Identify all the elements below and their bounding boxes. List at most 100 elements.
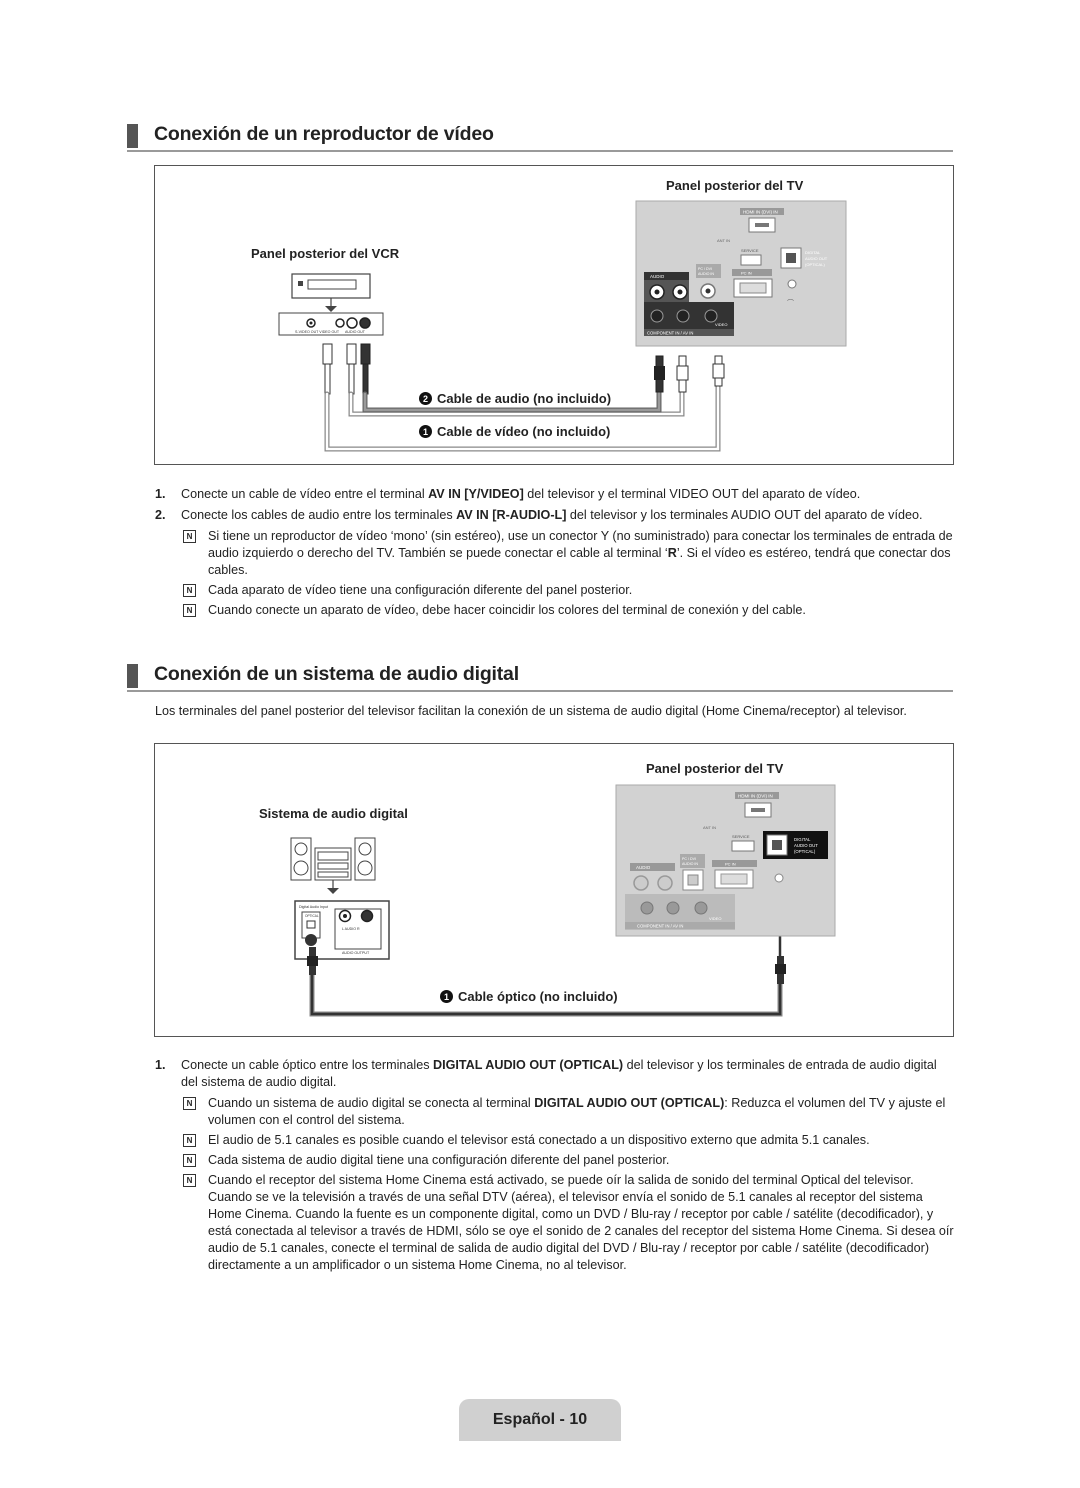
step-text: del televisor y el terminal VIDEO OUT de…: [523, 487, 861, 501]
vcr-device: [291, 273, 371, 312]
vcr-cable-plugs: [322, 343, 371, 395]
note-text: Si tiene un reproductor de vídeo ‘mono’ …: [208, 529, 953, 560]
note-text: ’. Si el vídeo es estéreo, tendrá que co…: [208, 546, 951, 577]
section-title-text: Conexión de un reproductor de vídeo: [154, 123, 494, 145]
note-text: El audio de 5.1 canales es posible cuand…: [208, 1133, 870, 1147]
note: N Cada aparato de vídeo tiene una config…: [155, 582, 955, 599]
digital-input-label: Digital Audio Input: [299, 905, 328, 909]
svg-text:HDMI IN (DVI) IN: HDMI IN (DVI) IN: [738, 794, 773, 799]
hdmi-label: HDMI IN (DVI) IN: [743, 210, 778, 215]
svg-text:COMPONENT IN / AV IN: COMPONENT IN / AV IN: [637, 924, 683, 929]
note-text: Cuando un sistema de audio digital se co…: [208, 1096, 535, 1110]
svg-text:ANT IN: ANT IN: [717, 238, 730, 243]
note-bold: R: [667, 546, 677, 560]
svg-text:(OPTICAL): (OPTICAL): [805, 262, 825, 267]
optical-cable-label: 1 Cable óptico (no incluido): [440, 989, 618, 1004]
note: N Cuando el receptor del sistema Home Ci…: [155, 1172, 955, 1274]
svg-text:AUDIO: AUDIO: [636, 865, 651, 870]
svg-text:ANT IN: ANT IN: [703, 825, 716, 830]
tv-panel-label: Panel posterior del TV: [646, 761, 784, 776]
audio-lr-label: L AUDIO R: [342, 927, 360, 931]
vcr-connection-figure: Panel posterior del TV Panel posterior d…: [154, 165, 954, 465]
audio-output-label: AUDIO OUTPUT: [342, 951, 370, 955]
svg-text:⌒: ⌒: [787, 299, 794, 307]
note-icon: N: [183, 584, 196, 597]
tv-panel-label: Panel posterior del TV: [666, 178, 804, 193]
note-icon: N: [183, 1097, 196, 1110]
service-label: SERVICE: [741, 248, 759, 253]
system-label: Sistema de audio digital: [259, 806, 408, 821]
svg-text:PC / DVI: PC / DVI: [682, 857, 696, 861]
svg-text:DIGITAL: DIGITAL: [794, 837, 811, 842]
title-marker: [127, 664, 138, 688]
note-text: Cuando conecte un aparato de vídeo, debe…: [208, 603, 806, 617]
digital-audio-instructions: 1. Conecte un cable óptico entre los ter…: [155, 1057, 955, 1277]
video-cable-label: 1 Cable de vídeo (no incluido): [419, 424, 610, 439]
note: N Cada sistema de audio digital tiene un…: [155, 1152, 955, 1169]
vcr-panel-label: Panel posterior del VCR: [251, 246, 400, 261]
cable-number-badge: 1: [419, 425, 432, 438]
video-cable-text: Cable de vídeo (no incluido): [437, 424, 611, 439]
note-bold: DIGITAL AUDIO OUT (OPTICAL): [534, 1096, 725, 1110]
svg-text:VIDEO: VIDEO: [709, 916, 721, 921]
step-bold: AV IN [R-AUDIO-L]: [456, 508, 567, 522]
note: N Cuando un sistema de audio digital se …: [155, 1095, 955, 1129]
note-icon: N: [183, 1154, 196, 1167]
note-icon: N: [183, 1174, 196, 1187]
svg-text:S-VIDEO OUT VIDEO OUT: S-VIDEO OUT VIDEO OUT: [295, 330, 340, 334]
note: N Si tiene un reproductor de vídeo ‘mono…: [155, 528, 955, 579]
audio-cable-text: Cable de audio (no incluido): [437, 391, 612, 406]
svg-text:DIGITAL: DIGITAL: [805, 250, 821, 255]
optical-cable-text: Cable óptico (no incluido): [458, 989, 618, 1004]
step-text: Conecte un cable de vídeo entre el termi…: [181, 487, 429, 501]
section-title-digital-audio: Conexión de un sistema de audio digital: [127, 663, 953, 692]
intro-paragraph: Los terminales del panel posterior del t…: [155, 704, 907, 718]
svg-text:AUDIO OUT: AUDIO OUT: [345, 330, 366, 334]
video-label: VIDEO: [715, 322, 727, 327]
note-icon: N: [183, 530, 196, 543]
step-bold: AV IN [Y/VIDEO]: [428, 487, 524, 501]
step-1: 1. Conecte un cable óptico entre los ter…: [155, 1057, 955, 1091]
note-text: Cada sistema de audio digital tiene una …: [208, 1153, 670, 1167]
audio-cable-label: 2 Cable de audio (no incluido): [419, 391, 611, 406]
digital-audio-diagram: Digital Audio Input OPTICAL L AUDIO R AU…: [290, 784, 836, 1017]
note-text: Cuando el receptor del sistema Home Cine…: [208, 1173, 954, 1272]
tv-cable-plugs: [654, 355, 725, 393]
svg-text:AUDIO IN: AUDIO IN: [682, 862, 698, 866]
svg-text:(OPTICAL): (OPTICAL): [794, 849, 816, 854]
digital-audio-figure: Panel posterior del TV Sistema de audio …: [154, 743, 954, 1037]
optical-label: OPTICAL: [305, 914, 319, 918]
title-marker: [127, 124, 138, 148]
page-number-tab: Español - 10: [459, 1399, 621, 1441]
note: N Cuando conecte un aparato de vídeo, de…: [155, 602, 955, 619]
step-number: 1.: [155, 1058, 166, 1072]
svg-text:SERVICE: SERVICE: [732, 834, 750, 839]
step-text: Conecte un cable óptico entre los termin…: [181, 1058, 434, 1072]
step-number: 2.: [155, 508, 166, 522]
component-label: COMPONENT IN / AV IN: [647, 331, 693, 336]
cable-number-badge: 2: [419, 392, 432, 405]
svg-text:PC / DVI: PC / DVI: [698, 267, 712, 271]
tv-back-panel: HDMI IN (DVI) IN ANT IN SERVICE DIGITAL …: [635, 200, 847, 347]
step-number: 1.: [155, 487, 166, 501]
step-text: Conecte los cables de audio entre los te…: [181, 508, 457, 522]
step-2: 2. Conecte los cables de audio entre los…: [155, 507, 955, 524]
svg-text:AUDIO IN: AUDIO IN: [698, 272, 714, 276]
audio-system-device: [290, 837, 376, 894]
tv-back-panel: HDMI IN (DVI) IN ANT IN SERVICE DIGITAL …: [615, 784, 836, 937]
note-icon: N: [183, 1134, 196, 1147]
note-icon: N: [183, 604, 196, 617]
audio-label: AUDIO: [650, 274, 665, 279]
svg-text:AUDIO OUT: AUDIO OUT: [805, 256, 828, 261]
step-1: 1. Conecte un cable de vídeo entre el te…: [155, 486, 955, 503]
note-text: Cada aparato de vídeo tiene una configur…: [208, 583, 633, 597]
svg-text:AUDIO OUT: AUDIO OUT: [794, 843, 818, 848]
note: N El audio de 5.1 canales es posible cua…: [155, 1132, 955, 1149]
vcr-rear-panel: S-VIDEO OUT VIDEO OUT AUDIO OUT: [278, 312, 384, 336]
cables: [324, 381, 721, 452]
section-title-vcr: Conexión de un reproductor de vídeo: [127, 123, 953, 152]
cable-number-badge: 1: [440, 990, 453, 1003]
note-text: : Reduzca el volumen del TV y ajuste el …: [208, 1096, 946, 1127]
step-bold: DIGITAL AUDIO OUT (OPTICAL): [433, 1058, 624, 1072]
step-text: del televisor y los terminales AUDIO OUT…: [566, 508, 923, 522]
